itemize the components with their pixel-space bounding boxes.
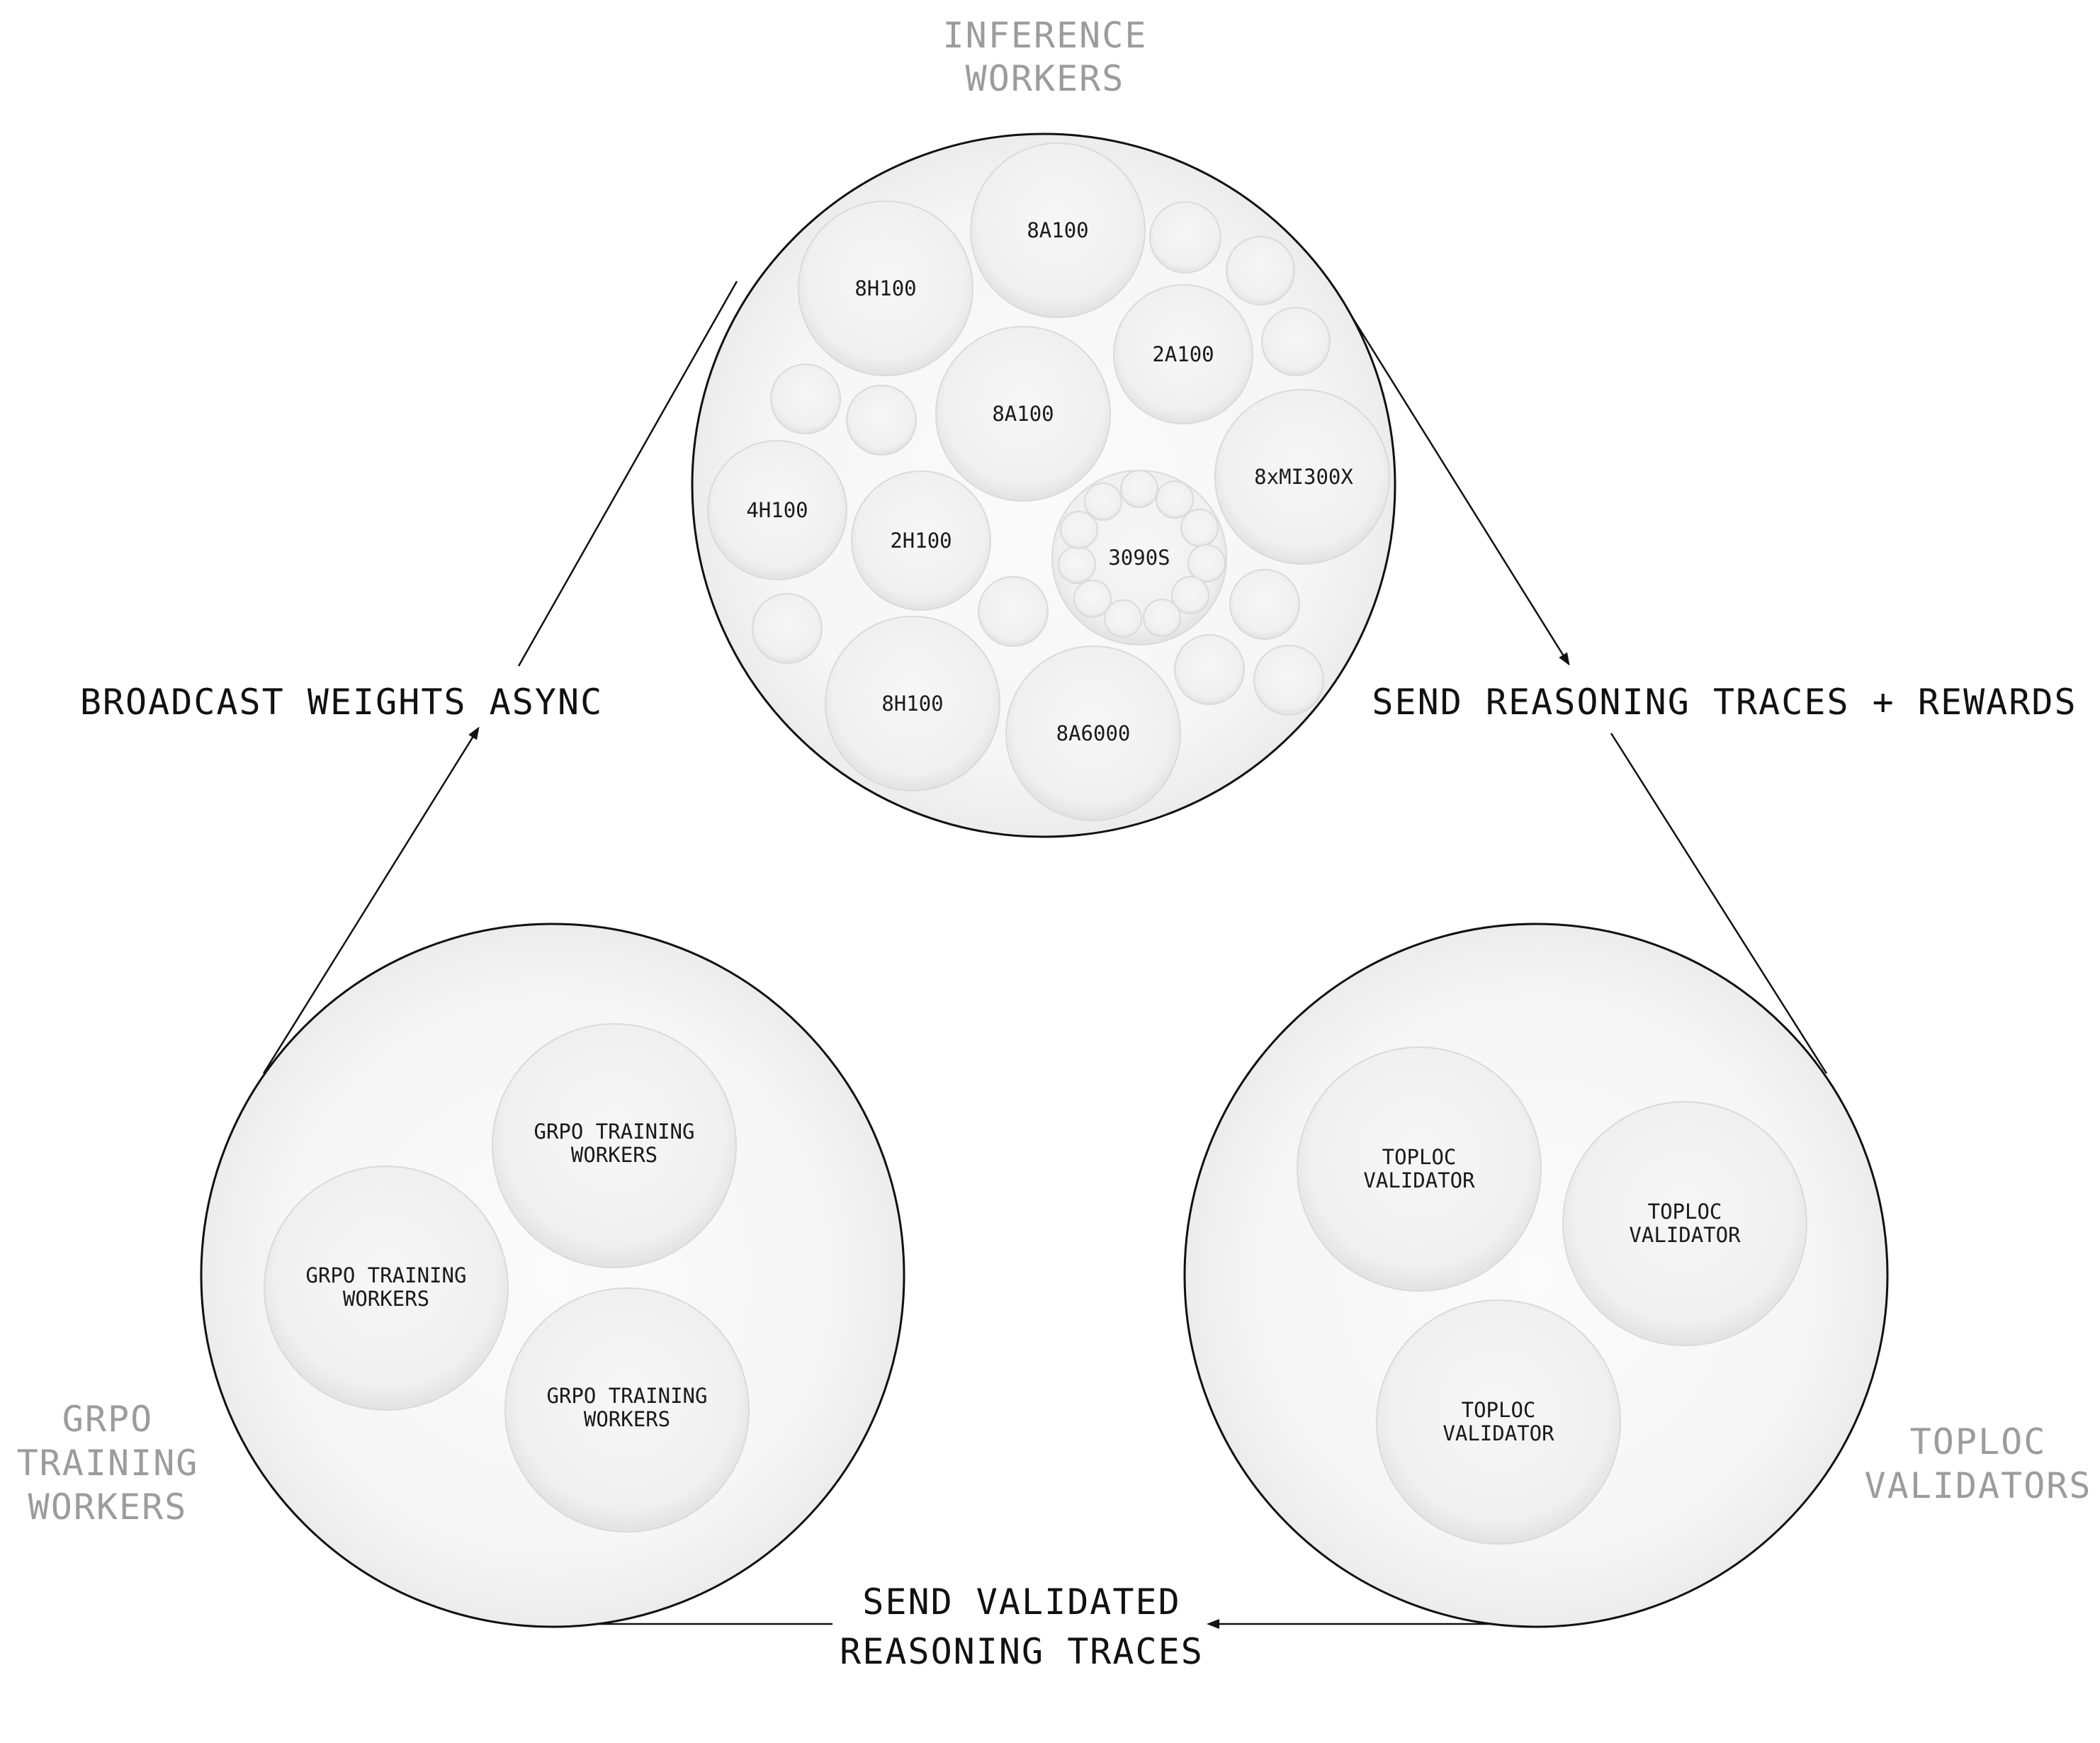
node-8a100-top: 8A100 [970, 142, 1146, 318]
small-bubble [978, 576, 1049, 647]
node-circle [851, 470, 991, 611]
sub-bubble [1104, 599, 1142, 638]
broadcast-weights-label: BROADCAST WEIGHTS ASYNC [80, 682, 603, 723]
node-circle [798, 201, 973, 376]
node-circle [1562, 1101, 1807, 1346]
small-bubble [1174, 634, 1245, 705]
node-8h100-bottom: 8H100 [825, 616, 1000, 791]
node-circle [1297, 1047, 1542, 1292]
node-circle [504, 1287, 750, 1533]
node-label-line-1: TOPLOC [1648, 1200, 1722, 1224]
sub-bubble [1156, 480, 1194, 519]
small-bubble [1261, 307, 1331, 376]
training-title-line-1: GRPO [62, 1399, 153, 1440]
node-circle [1113, 284, 1253, 424]
node-8a6000: 8A6000 [1005, 645, 1181, 821]
node-3090s: 3090S [1051, 470, 1227, 645]
node-8xmi300x: 8xMI300X [1214, 389, 1390, 565]
training-title-line-3: WORKERS [28, 1487, 188, 1528]
node-label-line-1: GRPO TRAINING [534, 1119, 695, 1144]
node-label: 2H100 [890, 529, 952, 553]
node-2a100: 2A100 [1113, 284, 1253, 424]
node-label: 4H100 [746, 498, 808, 522]
sub-bubble [1120, 470, 1158, 508]
node-label: 2A100 [1152, 342, 1214, 366]
connector-traces-lower [1610, 733, 1828, 1074]
inference-title: INFERENCE WORKERS [943, 15, 1148, 99]
sub-bubble [1058, 546, 1096, 584]
validator-node: TOPLOC VALIDATOR [1376, 1299, 1621, 1545]
node-circle [492, 1023, 737, 1268]
validators-title: TOPLOC VALIDATORS [1864, 1421, 2091, 1506]
inference-small-bubbles [752, 201, 1331, 716]
node-label: 8xMI300X [1254, 465, 1353, 489]
node-circle [707, 440, 847, 580]
node-label: 8A100 [1027, 218, 1088, 242]
connector-broadcast-lower [262, 726, 480, 1074]
training-worker-node: GRPO TRAINING WORKERS [504, 1287, 750, 1533]
send-validated-label: SEND VALIDATED REASONING TRACES [840, 1581, 1204, 1672]
inference-title-line-2: WORKERS [966, 58, 1125, 99]
node-label-line-1: TOPLOC [1462, 1398, 1536, 1422]
small-bubble [1226, 236, 1295, 305]
send-traces-label: SEND REASONING TRACES + REWARDS [1372, 682, 2077, 723]
training-worker-node: GRPO TRAINING WORKERS [264, 1166, 509, 1411]
sub-bubble [1143, 599, 1181, 637]
inference-title-line-1: INFERENCE [943, 15, 1148, 56]
node-2h100: 2H100 [851, 470, 991, 611]
node-3090s-sub-bubbles [1058, 470, 1226, 638]
validators-title-line-2: VALIDATORS [1864, 1465, 2091, 1506]
validator-node: TOPLOC VALIDATOR [1562, 1101, 1807, 1346]
node-label-line-2: VALIDATOR [1363, 1168, 1475, 1192]
small-bubble [846, 385, 917, 456]
connector-traces-upper [1346, 309, 1570, 666]
node-circle [264, 1166, 509, 1411]
validators-group: TOPLOC VALIDATOR TOPLOC VALIDATOR TOPLOC… [1183, 923, 1889, 1628]
node-label-line-2: WORKERS [571, 1143, 657, 1167]
training-workers-group: GRPO TRAINING WORKERS GRPO TRAINING WORK… [200, 923, 905, 1628]
node-label-line-2: VALIDATOR [1629, 1223, 1741, 1247]
sub-bubble [1060, 511, 1098, 549]
node-label-line-2: WORKERS [584, 1407, 670, 1431]
connector-broadcast-upper [517, 281, 738, 667]
small-bubble [1253, 645, 1324, 716]
sub-bubble [1084, 483, 1122, 521]
validator-node: TOPLOC VALIDATOR [1297, 1047, 1542, 1292]
node-circle [825, 616, 1000, 791]
training-title-line-2: TRAINING [17, 1443, 199, 1484]
send-validated-line-2: REASONING TRACES [840, 1631, 1204, 1672]
send-validated-line-1: SEND VALIDATED [862, 1581, 1180, 1623]
node-label-line-1: GRPO TRAINING [306, 1263, 467, 1287]
sub-bubble [1171, 576, 1209, 614]
node-circle [935, 326, 1111, 502]
node-label: 8H100 [881, 692, 943, 716]
node-8h100-top: 8H100 [798, 201, 973, 376]
node-circle [1376, 1299, 1621, 1545]
small-bubble [1229, 569, 1300, 640]
validators-title-line-1: TOPLOC [1910, 1421, 2047, 1462]
node-circle [1214, 389, 1390, 565]
sub-bubble [1073, 580, 1112, 618]
node-label-line-1: TOPLOC [1382, 1145, 1457, 1169]
node-label-line-2: VALIDATOR [1443, 1421, 1554, 1445]
node-label-line-2: WORKERS [343, 1287, 429, 1311]
small-bubble [752, 593, 823, 664]
small-bubble [1149, 201, 1221, 273]
node-label: 8A6000 [1056, 721, 1131, 745]
training-worker-node: GRPO TRAINING WORKERS [492, 1023, 737, 1268]
node-4h100: 4H100 [707, 440, 847, 580]
sub-bubble [1180, 509, 1219, 547]
small-bubble [770, 363, 841, 434]
node-label-line-1: GRPO TRAINING [547, 1384, 708, 1408]
node-label: 8A100 [992, 402, 1054, 426]
node-label: 3090S [1108, 546, 1170, 570]
node-circle [970, 142, 1146, 318]
training-title: GRPO TRAINING WORKERS [17, 1399, 199, 1528]
node-circle [1005, 645, 1181, 821]
inference-workers-group: 8A100 8H100 2A100 8A100 8xMI300X 4H100 2… [691, 132, 1396, 838]
node-8a100-center: 8A100 [935, 326, 1111, 502]
node-label: 8H100 [854, 276, 916, 300]
sub-bubble [1187, 544, 1226, 582]
